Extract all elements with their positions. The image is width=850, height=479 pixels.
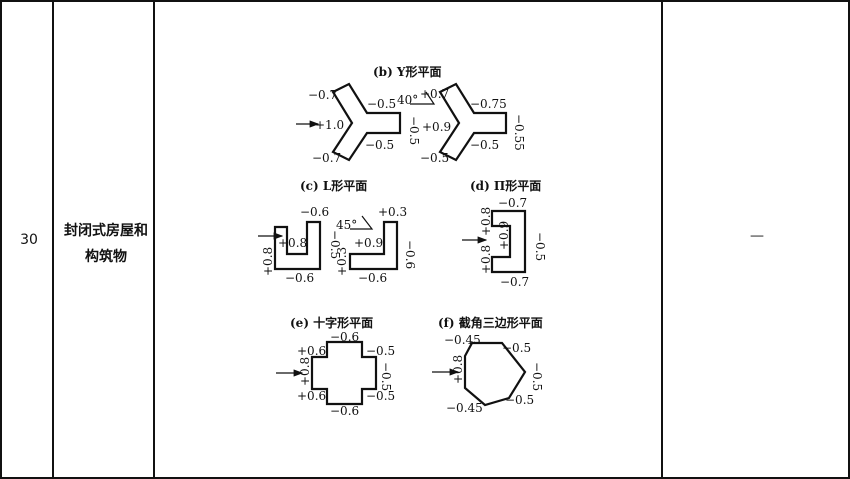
label-c-right: −0.5 bbox=[328, 230, 342, 259]
figure-e-title: (e) 十字形平面 bbox=[290, 315, 373, 330]
label-c-wind: +0.8 bbox=[278, 236, 307, 250]
label-c-r-top: +0.3 bbox=[378, 205, 407, 219]
label-b-r-right: −0.55 bbox=[512, 114, 526, 151]
l-shape-left bbox=[273, 220, 322, 271]
label-f-tl: −0.45 bbox=[444, 333, 481, 347]
label-b-r-tr: −0.75 bbox=[470, 97, 507, 111]
label-b-r-bl: −0.5 bbox=[420, 151, 449, 165]
label-b-ir1: −0.5 bbox=[367, 97, 396, 111]
label-c-top: −0.6 bbox=[300, 205, 329, 219]
label-b-bl: −0.7 bbox=[312, 151, 341, 165]
column-divider-2 bbox=[153, 0, 155, 479]
label-e-right: −0.5 bbox=[379, 362, 393, 391]
label-b-wind: +1.0 bbox=[315, 118, 344, 132]
label-d-right: −0.5 bbox=[533, 232, 547, 261]
label-f-br: −0.5 bbox=[505, 393, 534, 407]
label-d-bottom: −0.7 bbox=[500, 275, 529, 289]
table-top-border bbox=[0, 0, 850, 2]
label-b-r-top: +0.7 bbox=[420, 87, 449, 101]
label-b-right: −0.5 bbox=[407, 116, 421, 145]
label-e-bl: +0.6 bbox=[297, 389, 326, 403]
figure-b-title: (b) Y形平面 bbox=[373, 65, 442, 79]
label-c-r-leftside: +0.3 bbox=[335, 247, 349, 276]
structure-name-line2: 构筑物 bbox=[85, 249, 127, 265]
figure-c-l-plan: (c) L形平面 −0.6 +0.8 −0.5 +0.8 −0.6 45° +0… bbox=[258, 179, 417, 285]
label-c-r-bottom: −0.6 bbox=[358, 271, 387, 285]
figure-f-title: (f) 截角三边形平面 bbox=[438, 315, 543, 330]
table-right-border bbox=[848, 0, 850, 479]
y-shape-right bbox=[438, 82, 508, 162]
label-b-angle: 40° bbox=[397, 93, 418, 107]
label-b-r-mid: +0.9 bbox=[422, 120, 451, 134]
structure-name-line1: 封闭式房屋和 bbox=[64, 223, 148, 239]
label-c-r-right: −0.6 bbox=[403, 240, 417, 269]
table-bottom-border bbox=[0, 477, 850, 479]
figure-f-truncated-triangle-plan: (f) 截角三边形平面 −0.45 −0.5 +0.8 −0.5 −0.5 −0… bbox=[432, 315, 544, 415]
column-divider-3 bbox=[661, 0, 663, 479]
label-b-ir2: −0.5 bbox=[365, 138, 394, 152]
label-e-left: +0.8 bbox=[298, 357, 312, 386]
label-f-tr: −0.5 bbox=[502, 341, 531, 355]
angle-indicator-c bbox=[350, 215, 374, 230]
label-f-right: −0.5 bbox=[530, 362, 544, 391]
label-b-r-ir: −0.5 bbox=[470, 138, 499, 152]
figure-b-y-plan: (b) Y形平面 −0.7 +1.0 −0.5 −0.5 −0.7 −0.5 4… bbox=[296, 65, 526, 165]
table-left-border bbox=[0, 0, 2, 479]
label-c-leftside: +0.8 bbox=[261, 247, 275, 276]
label-b-tl: −0.7 bbox=[308, 88, 337, 102]
label-d-inner: +0.9 bbox=[497, 221, 511, 250]
remark-cell: — bbox=[750, 228, 764, 244]
label-c-bottom: −0.6 bbox=[285, 271, 314, 285]
label-d-left-upper: +0.8 bbox=[479, 207, 493, 236]
l-shape-right bbox=[348, 220, 399, 271]
figure-d-pi-plan: (d) Π形平面 −0.7 +0.8 +0.9 +0.8 −0.5 −0.7 bbox=[462, 179, 547, 289]
label-d-left-lower: +0.8 bbox=[479, 245, 493, 274]
y-shape-left bbox=[331, 82, 402, 162]
truncated-triangle-shape bbox=[463, 341, 527, 407]
label-f-left: +0.8 bbox=[451, 355, 465, 384]
label-e-bottom: −0.6 bbox=[330, 404, 359, 418]
structure-name: 封闭式房屋和 构筑物 bbox=[60, 218, 152, 270]
label-e-top: −0.6 bbox=[330, 330, 359, 344]
label-e-tl: +0.6 bbox=[297, 344, 326, 358]
pi-shape bbox=[490, 209, 527, 274]
column-divider-1 bbox=[52, 0, 54, 479]
label-e-tr: −0.5 bbox=[366, 344, 395, 358]
figure-e-cross-plan: (e) 十字形平面 −0.6 +0.6 −0.5 +0.8 −0.5 +0.6 … bbox=[276, 315, 395, 418]
label-d-top: −0.7 bbox=[498, 196, 527, 210]
label-e-br: −0.5 bbox=[366, 389, 395, 403]
label-c-r-mid: +0.9 bbox=[354, 236, 383, 250]
label-c-angle: 45° bbox=[336, 218, 357, 232]
shape-coefficient-figures: (b) Y形平面 −0.7 +1.0 −0.5 −0.5 −0.7 −0.5 4… bbox=[258, 65, 547, 418]
figure-c-title: (c) L形平面 bbox=[300, 179, 367, 193]
cross-shape bbox=[310, 340, 378, 406]
row-number: 30 bbox=[20, 232, 38, 248]
angle-indicator-b bbox=[410, 91, 436, 105]
figure-d-title: (d) Π形平面 bbox=[470, 179, 541, 193]
label-f-bl: −0.45 bbox=[446, 401, 483, 415]
